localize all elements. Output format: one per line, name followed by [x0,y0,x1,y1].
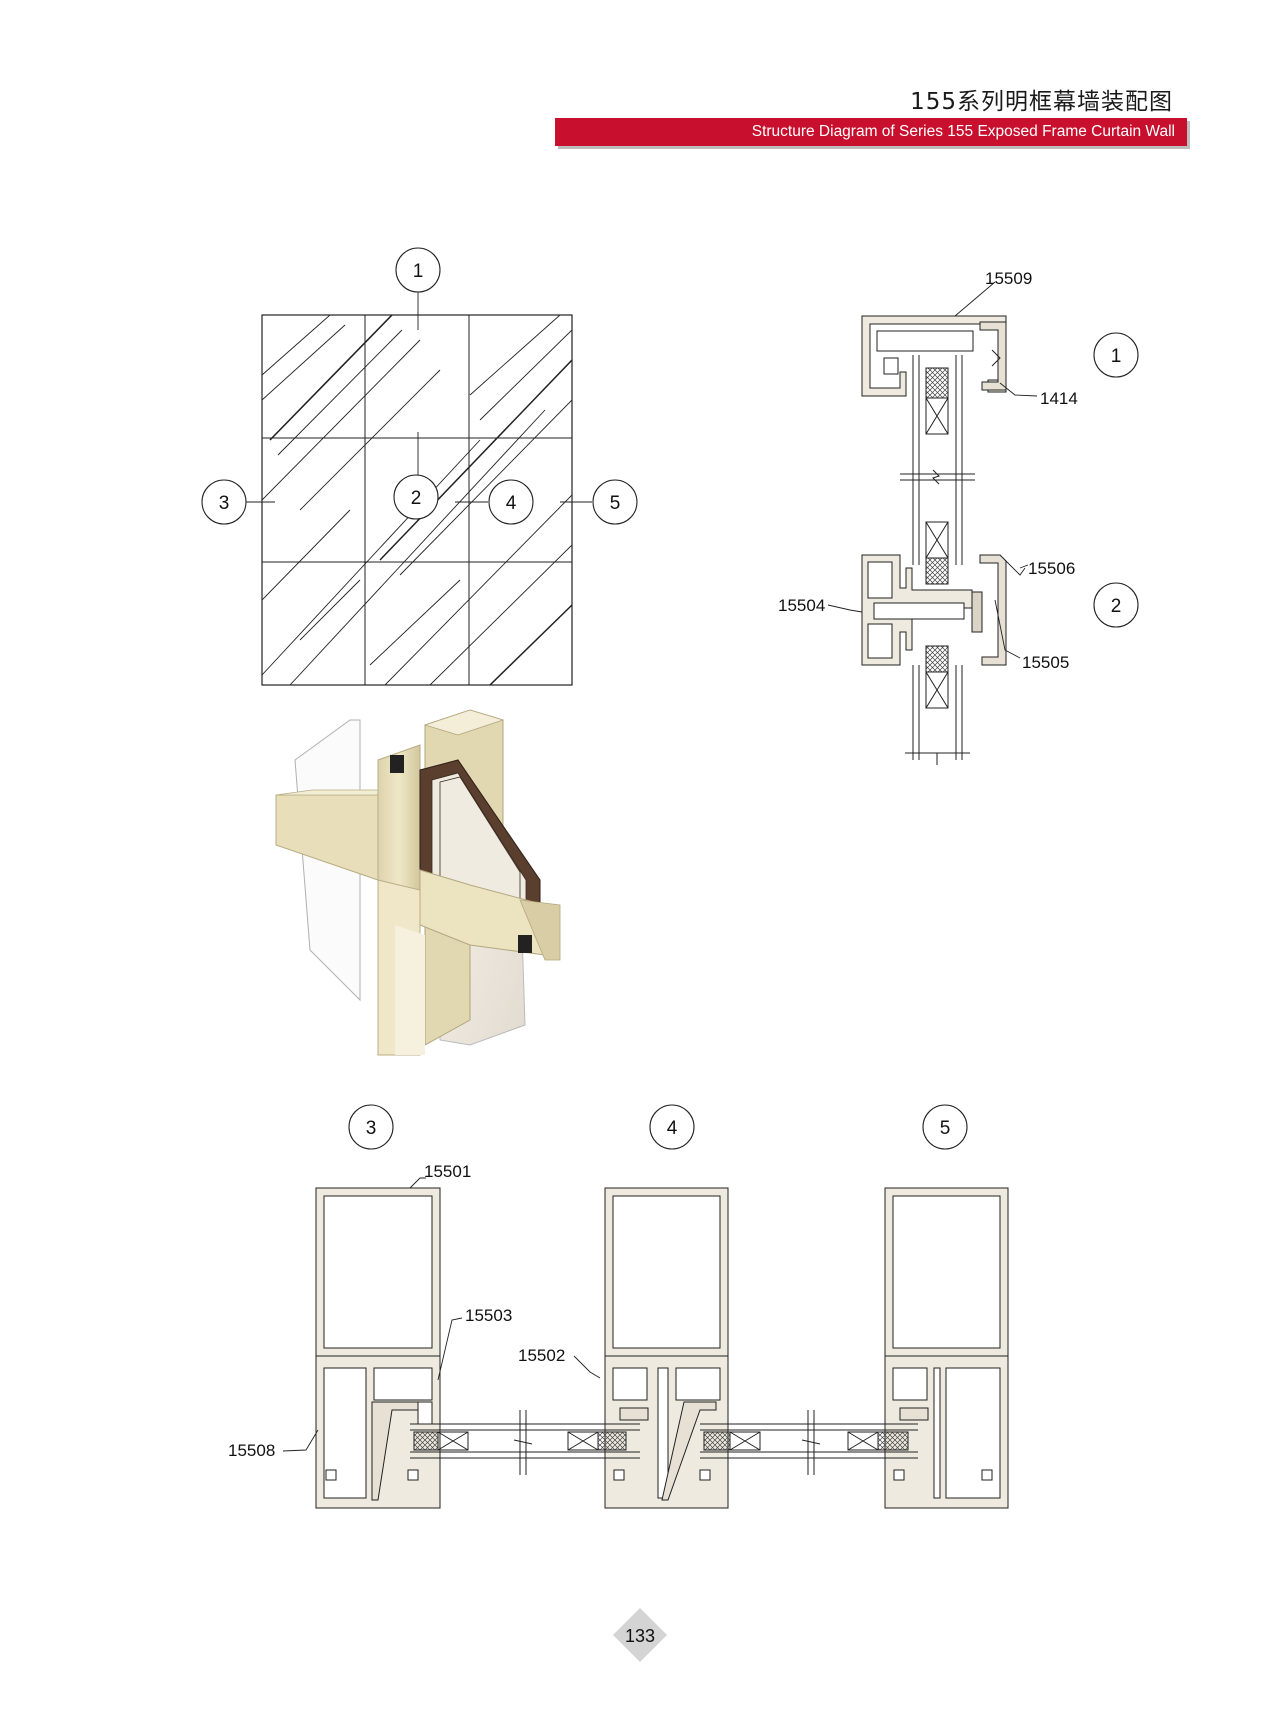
label-15505: 15505 [1022,653,1069,672]
glass-unit-3-4 [410,1410,640,1475]
page-title-english: Structure Diagram of Series 155 Exposed … [751,123,1175,140]
svg-text:2: 2 [411,488,422,509]
page-number-badge: 133 [613,1608,667,1662]
elevation-marker-3: 3 [201,479,247,525]
page-title-chinese: 155系列明框幕墙装配图 [910,89,1173,115]
glass-unit-4-5 [700,1410,918,1475]
section-marker-5: 5 [922,1104,968,1150]
spacer-hatch-top [925,367,949,399]
section-marker-1: 1 [1093,332,1139,378]
mullion-section-4 [604,1187,729,1509]
svg-text:4: 4 [667,1118,678,1139]
profile-15506 [979,554,1007,666]
svg-text:5: 5 [610,493,621,514]
label-15509: 15509 [985,269,1032,288]
vertical-section-view: 1 2 15509 1414 15506 15504 15505 [778,269,1139,765]
svg-text:3: 3 [366,1118,377,1139]
elevation-marker-2: 2 [393,474,439,520]
title-banner: Structure Diagram of Series 155 Exposed … [555,118,1187,146]
profile-1414 [979,321,1007,391]
mullion-section-3 [315,1187,441,1509]
label-15506: 15506 [1028,559,1075,578]
page-number: 133 [625,1626,655,1646]
label-15503: 15503 [465,1306,512,1325]
elevation-view: 1 2 3 4 5 [201,247,638,686]
elevation-marker-1: 1 [395,247,441,293]
label-15501: 15501 [424,1162,471,1181]
svg-text:3: 3 [219,493,230,514]
section-marker-3: 3 [348,1104,394,1150]
elevation-marker-4: 4 [488,479,534,525]
gasket-top [390,755,404,773]
horizontal-section-view: 3 4 5 15501 15503 15502 15508 [228,1104,1009,1509]
svg-text:2: 2 [1111,596,1122,617]
label-15502: 15502 [518,1346,565,1365]
gasket-bottom [518,935,532,953]
section-marker-4: 4 [649,1104,695,1150]
glass-reflection-hatch [262,315,572,685]
elevation-marker-5: 5 [592,479,638,525]
svg-text:1: 1 [1111,346,1122,367]
svg-text:5: 5 [940,1118,951,1139]
svg-text:4: 4 [506,493,517,514]
label-15508: 15508 [228,1441,275,1460]
label-1414: 1414 [1040,389,1078,408]
svg-text:1: 1 [413,261,424,282]
mullion-section-5 [884,1187,1009,1509]
isometric-joint-view [275,709,561,1056]
label-15504: 15504 [778,596,825,615]
section-marker-2: 2 [1093,582,1139,628]
